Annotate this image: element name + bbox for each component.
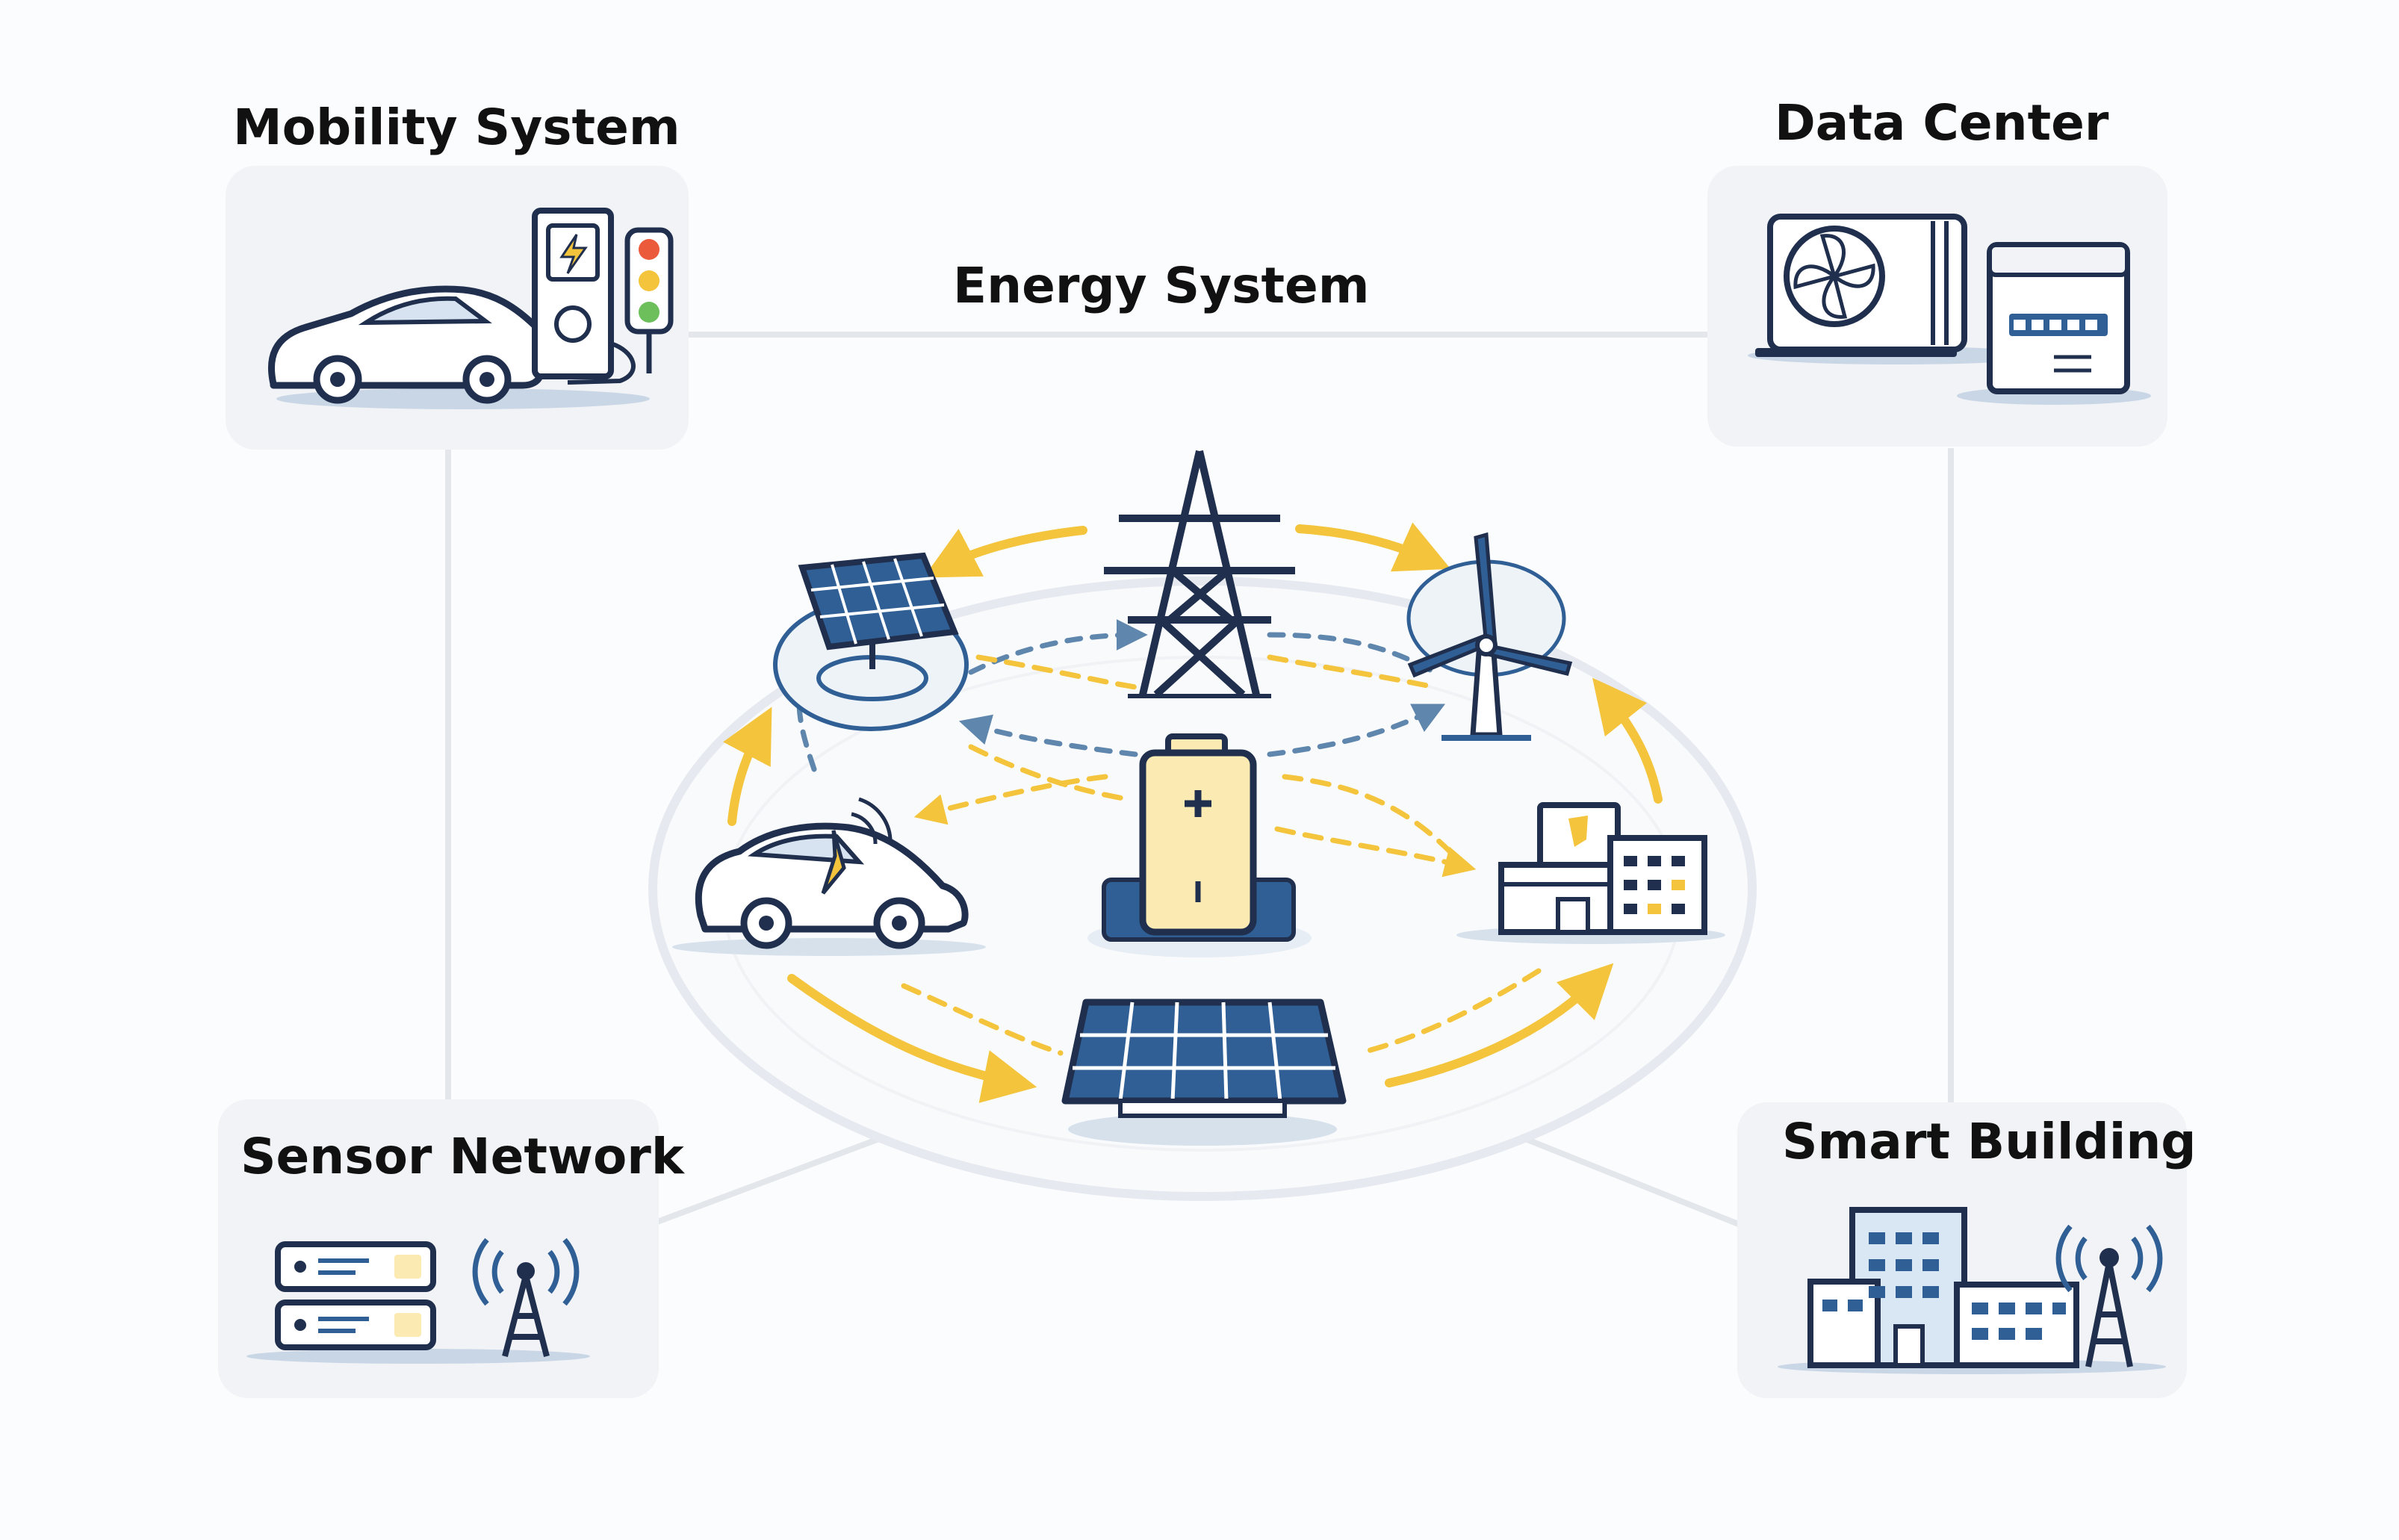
data-center-icons [1748,214,2151,405]
sensor-icons [246,1238,590,1364]
antenna-icon [472,1238,580,1358]
solar-panel-icon [1061,999,1347,1146]
traffic-light-icon [624,227,674,373]
car-icon [268,285,547,404]
building-icon [1456,802,1725,944]
energy-system-label: Energy System [953,257,1370,314]
flow-arrows [723,522,1663,1103]
flow-lines [796,619,1542,1056]
smart-building-label: Smart Building [1782,1113,2197,1170]
ev-charger-icon [532,208,636,385]
transmission-tower-icon [1104,450,1295,698]
wind-turbine-icon [1406,532,1573,741]
server-rack-icon [275,1241,436,1350]
mobility-system-label: Mobility System [233,99,680,156]
car-icon [672,797,986,956]
antenna-icon [2055,1224,2163,1367]
solar-panel-icon [773,552,969,731]
data-center-label: Data Center [1775,94,2109,152]
fan-icon [1784,226,1885,327]
building-icon [1807,1207,2079,1368]
connector-lines [445,332,1954,1228]
mobility-icons [268,208,674,409]
sensor-network-label: Sensor Network [240,1128,684,1185]
server-cabinet-icon [1987,242,2130,394]
battery-icon [1087,733,1312,957]
building-icons [1778,1207,2166,1374]
